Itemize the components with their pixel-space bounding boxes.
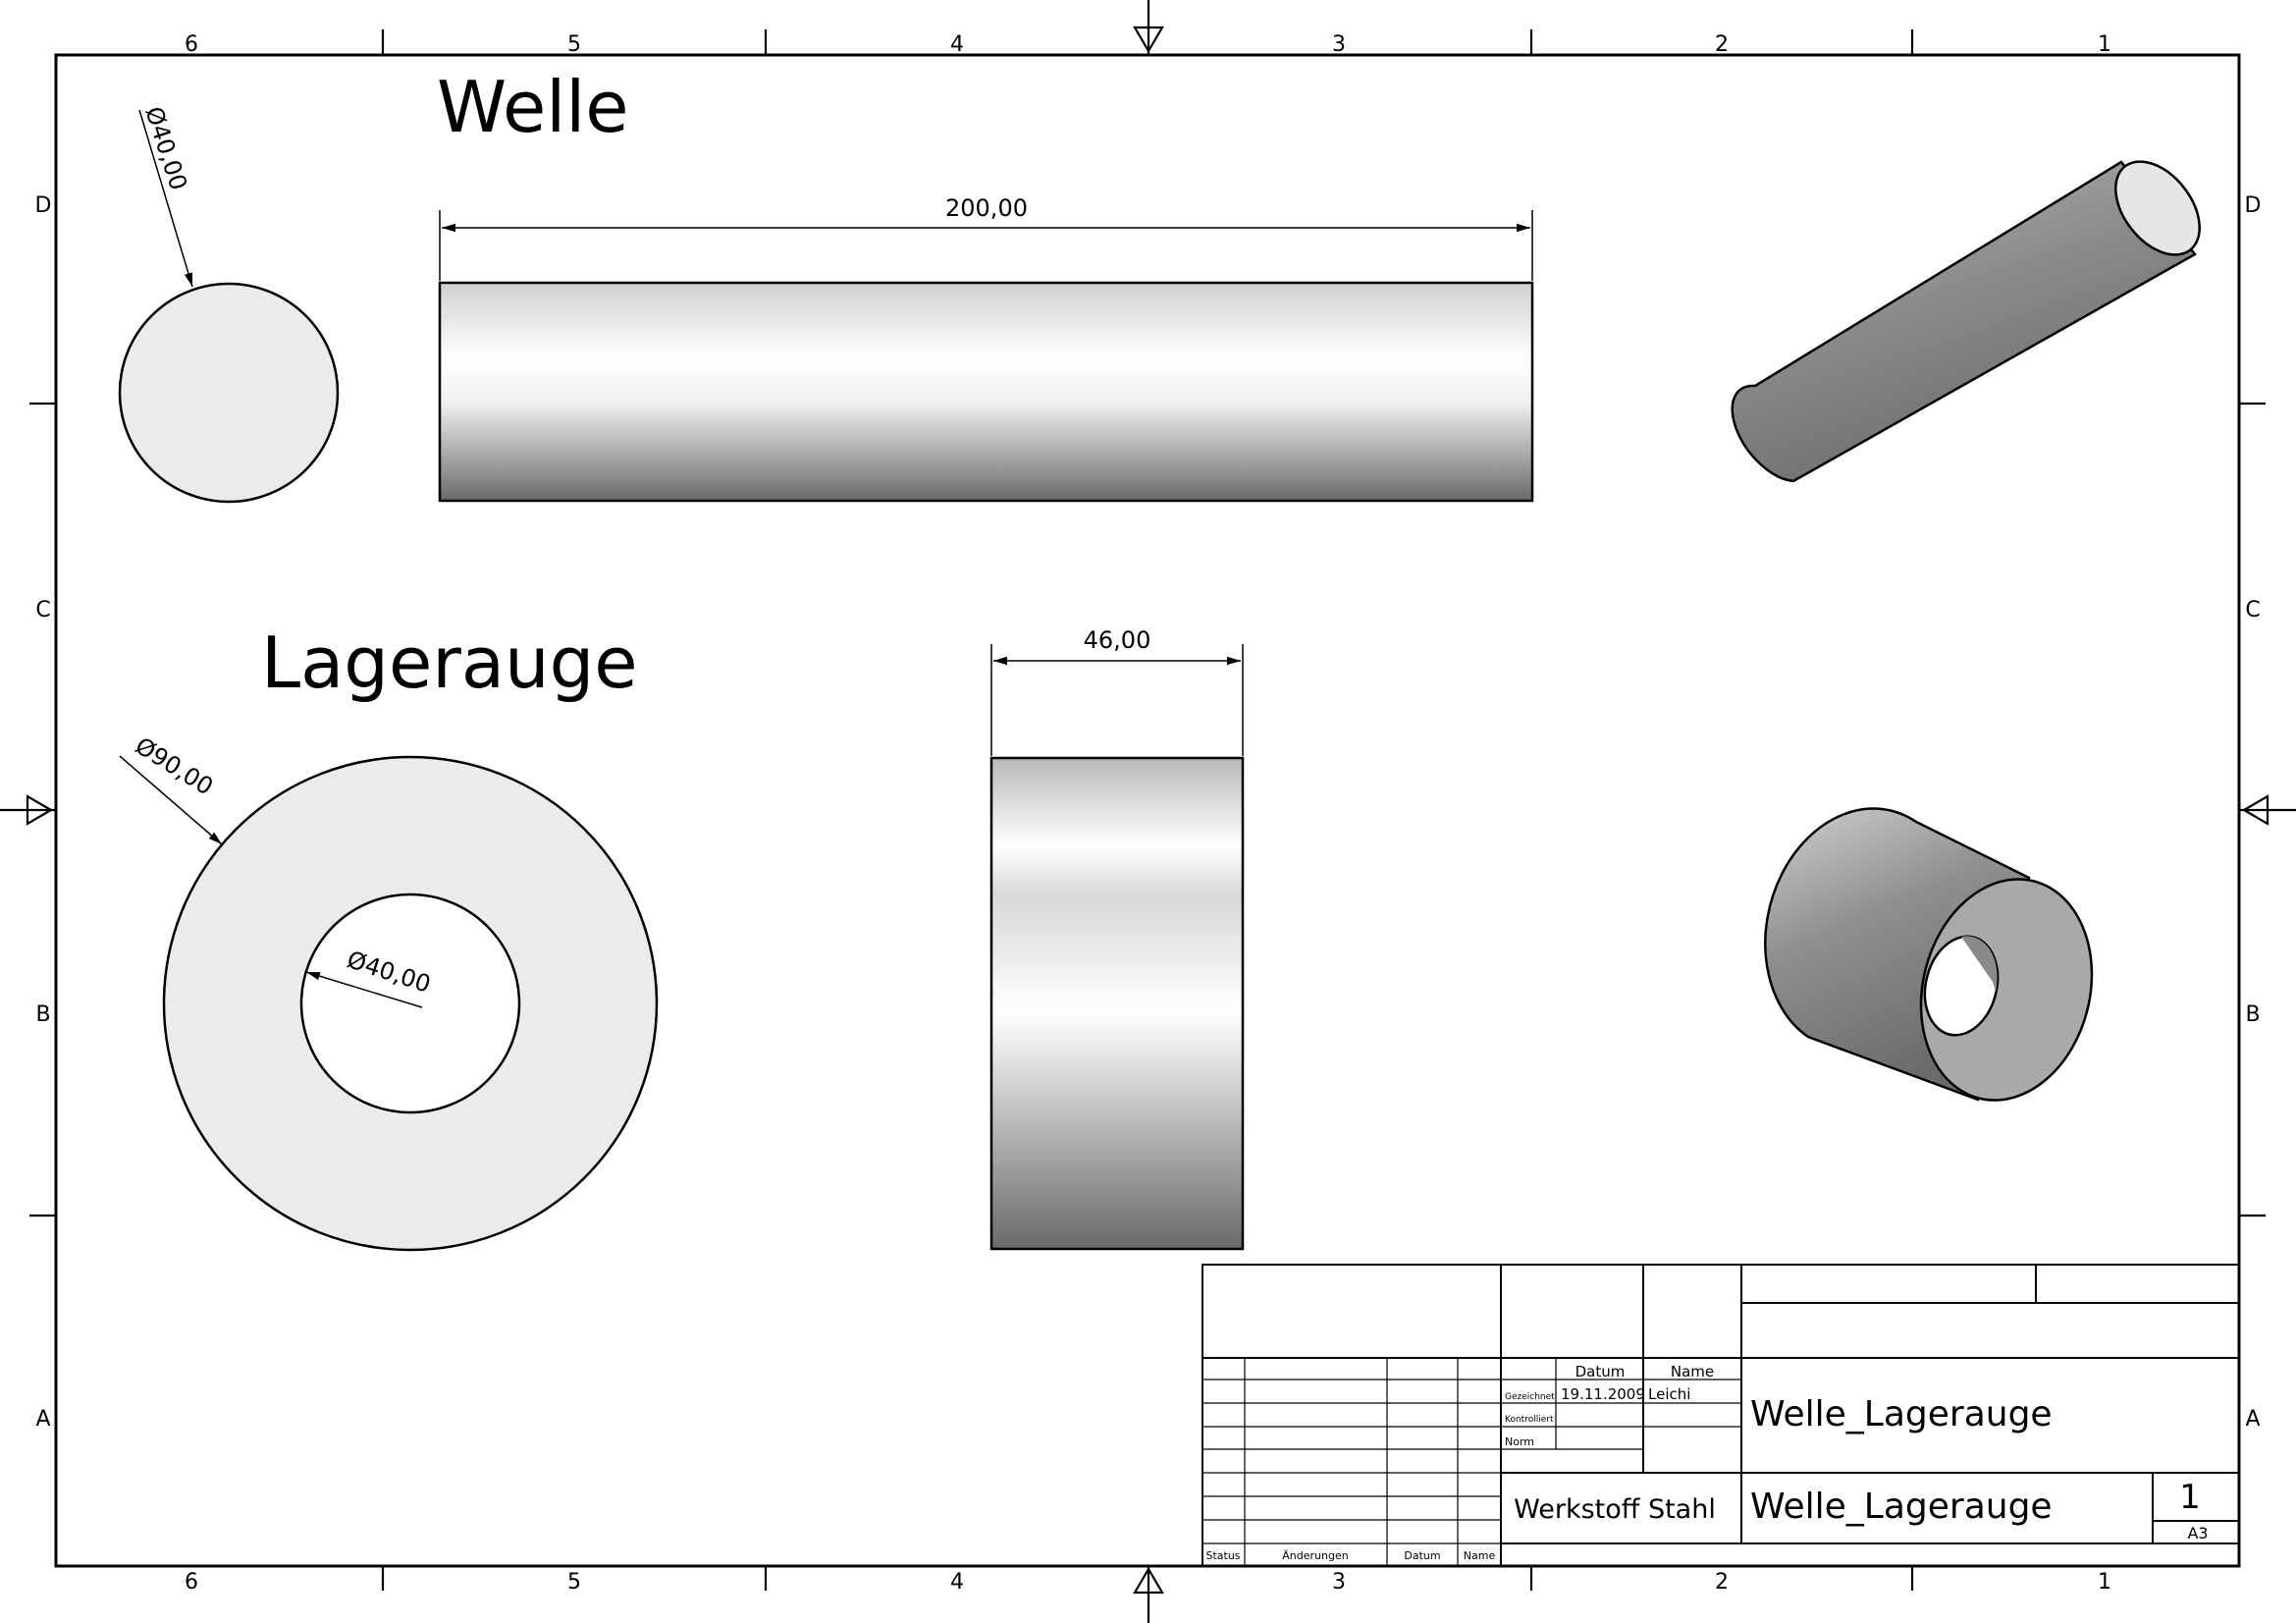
- lagerauge-iso-front-face: [1919, 878, 2094, 1102]
- welle-end-view: [118, 282, 340, 504]
- zone-row-label: D: [2245, 193, 2262, 218]
- lagerauge-isometric-view: [1764, 807, 2094, 1102]
- zone-row-label: A: [35, 1407, 50, 1432]
- tb-gezeichnet-name: Leichi: [1648, 1385, 1690, 1403]
- tb-row-gezeichnet: Gezeichnet: [1505, 1392, 1555, 1402]
- zone-col-label: 2: [1715, 1570, 1729, 1595]
- tb-title: Welle_Lagerauge: [1750, 1394, 2053, 1434]
- tb-format: A3: [2187, 1524, 2208, 1542]
- zone-col-label: 6: [185, 32, 198, 57]
- zone-col-label: 5: [567, 32, 581, 57]
- zone-row-label: C: [35, 598, 50, 622]
- welle-iso-end-face: [2114, 160, 2201, 256]
- centering-mark-top: [1133, 0, 1164, 55]
- tb-row-norm: Norm: [1505, 1435, 1534, 1448]
- tb-rev-datum: Datum: [1404, 1549, 1440, 1562]
- zone-col-label: 5: [567, 1570, 581, 1595]
- lagerauge-width-dimension: 46,00: [990, 626, 1244, 756]
- zone-row-label: B: [35, 1002, 50, 1027]
- lagerauge-group: Lagerauge Ø90,00 Ø40,00 46,00: [119, 622, 2094, 1252]
- zone-labels: 6 5 4 3 2 1 6 5 4 3 2 1 D C B A D C B A: [35, 32, 2262, 1595]
- tb-rev-aenderungen: Änderungen: [1282, 1549, 1348, 1562]
- centering-mark-bottom: [1133, 1566, 1164, 1623]
- tb-drawing-number: Welle_Lagerauge: [1750, 1487, 2053, 1527]
- welle-title: Welle: [437, 66, 629, 148]
- zone-col-label: 2: [1715, 32, 1729, 57]
- title-block: Datum Name Gezeichnet Kontrolliert Norm …: [1201, 1264, 2240, 1567]
- zone-col-label: 4: [950, 1570, 964, 1595]
- lagerauge-outer-diameter-leader: [119, 755, 223, 845]
- tb-sheet-number: 1: [2179, 1478, 2201, 1517]
- tb-col-name: Name: [1671, 1363, 1714, 1380]
- centering-mark-right: [2239, 794, 2296, 826]
- welle-group: Welle Ø40,00 200,00: [118, 66, 2201, 504]
- title-block-grid: [1202, 1358, 1741, 1566]
- zone-col-label: 3: [1332, 1570, 1346, 1595]
- zone-row-label: A: [2245, 1407, 2260, 1432]
- tb-material: Werkstoff Stahl: [1514, 1494, 1716, 1525]
- lagerauge-width-label: 46,00: [1084, 626, 1151, 654]
- welle-length-label: 200,00: [945, 194, 1028, 222]
- lagerauge-inner-diameter-leader: [305, 971, 423, 1008]
- tb-row-kontrolliert: Kontrolliert: [1505, 1415, 1554, 1425]
- zone-col-label: 4: [950, 32, 964, 57]
- zone-row-label: B: [2245, 1002, 2260, 1027]
- zone-row-label: D: [35, 193, 52, 218]
- welle-side-view: [438, 281, 1534, 503]
- lagerauge-side-view: [989, 756, 1245, 1251]
- lagerauge-outer-diameter-label: Ø90,00: [131, 731, 218, 800]
- zone-col-label: 1: [2098, 1570, 2111, 1595]
- zone-col-label: 3: [1332, 32, 1346, 57]
- welle-isometric-view: [1731, 160, 2201, 483]
- tb-gezeichnet-datum: 19.11.2009: [1561, 1385, 1645, 1403]
- centering-mark-left: [0, 794, 56, 826]
- welle-length-dimension: 200,00: [439, 194, 1533, 281]
- tb-rev-name: Name: [1464, 1549, 1496, 1562]
- lagerauge-title: Lagerauge: [261, 622, 638, 704]
- zone-row-label: C: [2245, 598, 2260, 622]
- zone-col-label: 6: [185, 1570, 198, 1595]
- zone-col-label: 1: [2098, 32, 2111, 57]
- tb-col-datum: Datum: [1575, 1363, 1626, 1380]
- welle-diameter-label: Ø40,00: [139, 103, 192, 193]
- column-ticks: [29, 29, 2266, 1591]
- welle-diameter-leader: [138, 109, 193, 288]
- tb-rev-status: Status: [1205, 1549, 1240, 1562]
